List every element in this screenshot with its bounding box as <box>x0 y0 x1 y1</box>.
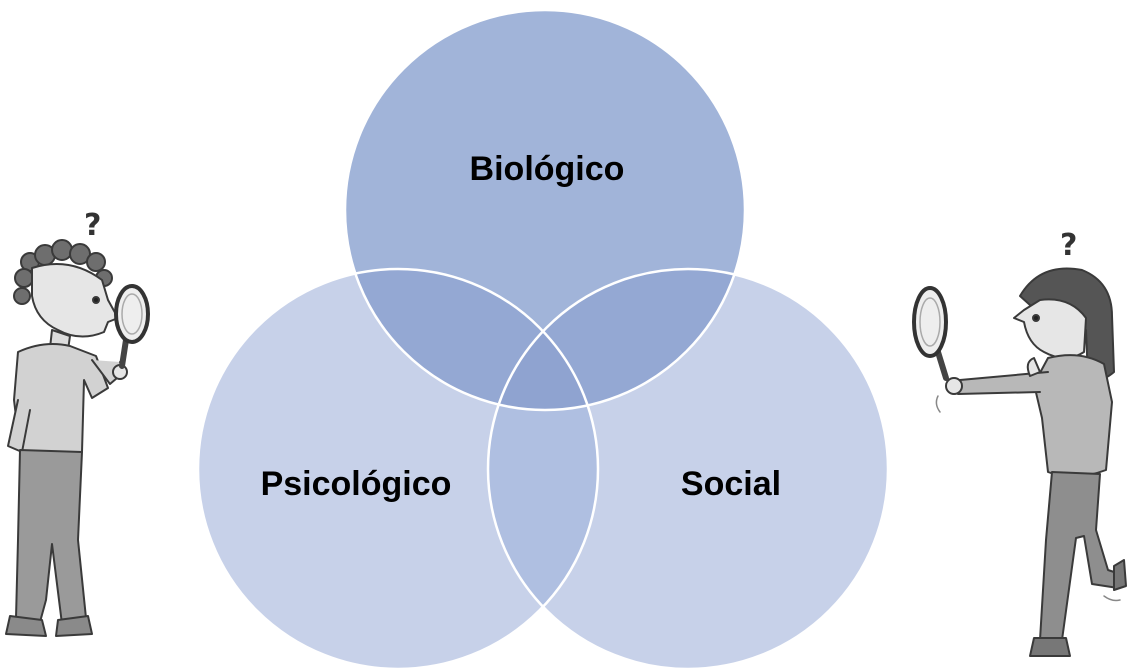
girl-legs <box>1039 471 1121 641</box>
boy-with-magnifier-illustration: ? <box>5 208 150 637</box>
boy-face <box>31 263 119 338</box>
girl-with-magnifier-illustration: ? <box>912 228 1127 657</box>
overlap-biologico-social <box>488 269 745 410</box>
boy-shoe-right <box>55 615 93 637</box>
boy-eye <box>92 296 100 304</box>
overlap-biologico-psicologico <box>345 269 598 410</box>
boy-shoe-left <box>5 615 47 637</box>
girl-eye <box>1032 314 1040 322</box>
question-mark-icon: ? <box>84 208 101 243</box>
outline-social <box>486 267 890 671</box>
outline-biologico <box>343 8 747 412</box>
girl-face <box>1013 298 1087 359</box>
label-social: Social <box>681 465 781 503</box>
question-mark-icon-right: ? <box>1060 228 1077 263</box>
girl-shoe-left <box>1029 637 1071 657</box>
curly-hair <box>13 239 113 305</box>
label-biologico: Biológico <box>470 150 625 188</box>
label-psicologico: Psicológico <box>261 465 452 503</box>
girl-shoe-right <box>1113 559 1127 591</box>
boy-pants <box>15 449 87 625</box>
outline-psicologico <box>196 267 600 671</box>
girl-arm <box>957 371 1049 395</box>
magnifier-icon-right <box>912 286 949 381</box>
magnifier-icon <box>114 284 150 369</box>
girl-hoodie <box>1033 354 1113 478</box>
